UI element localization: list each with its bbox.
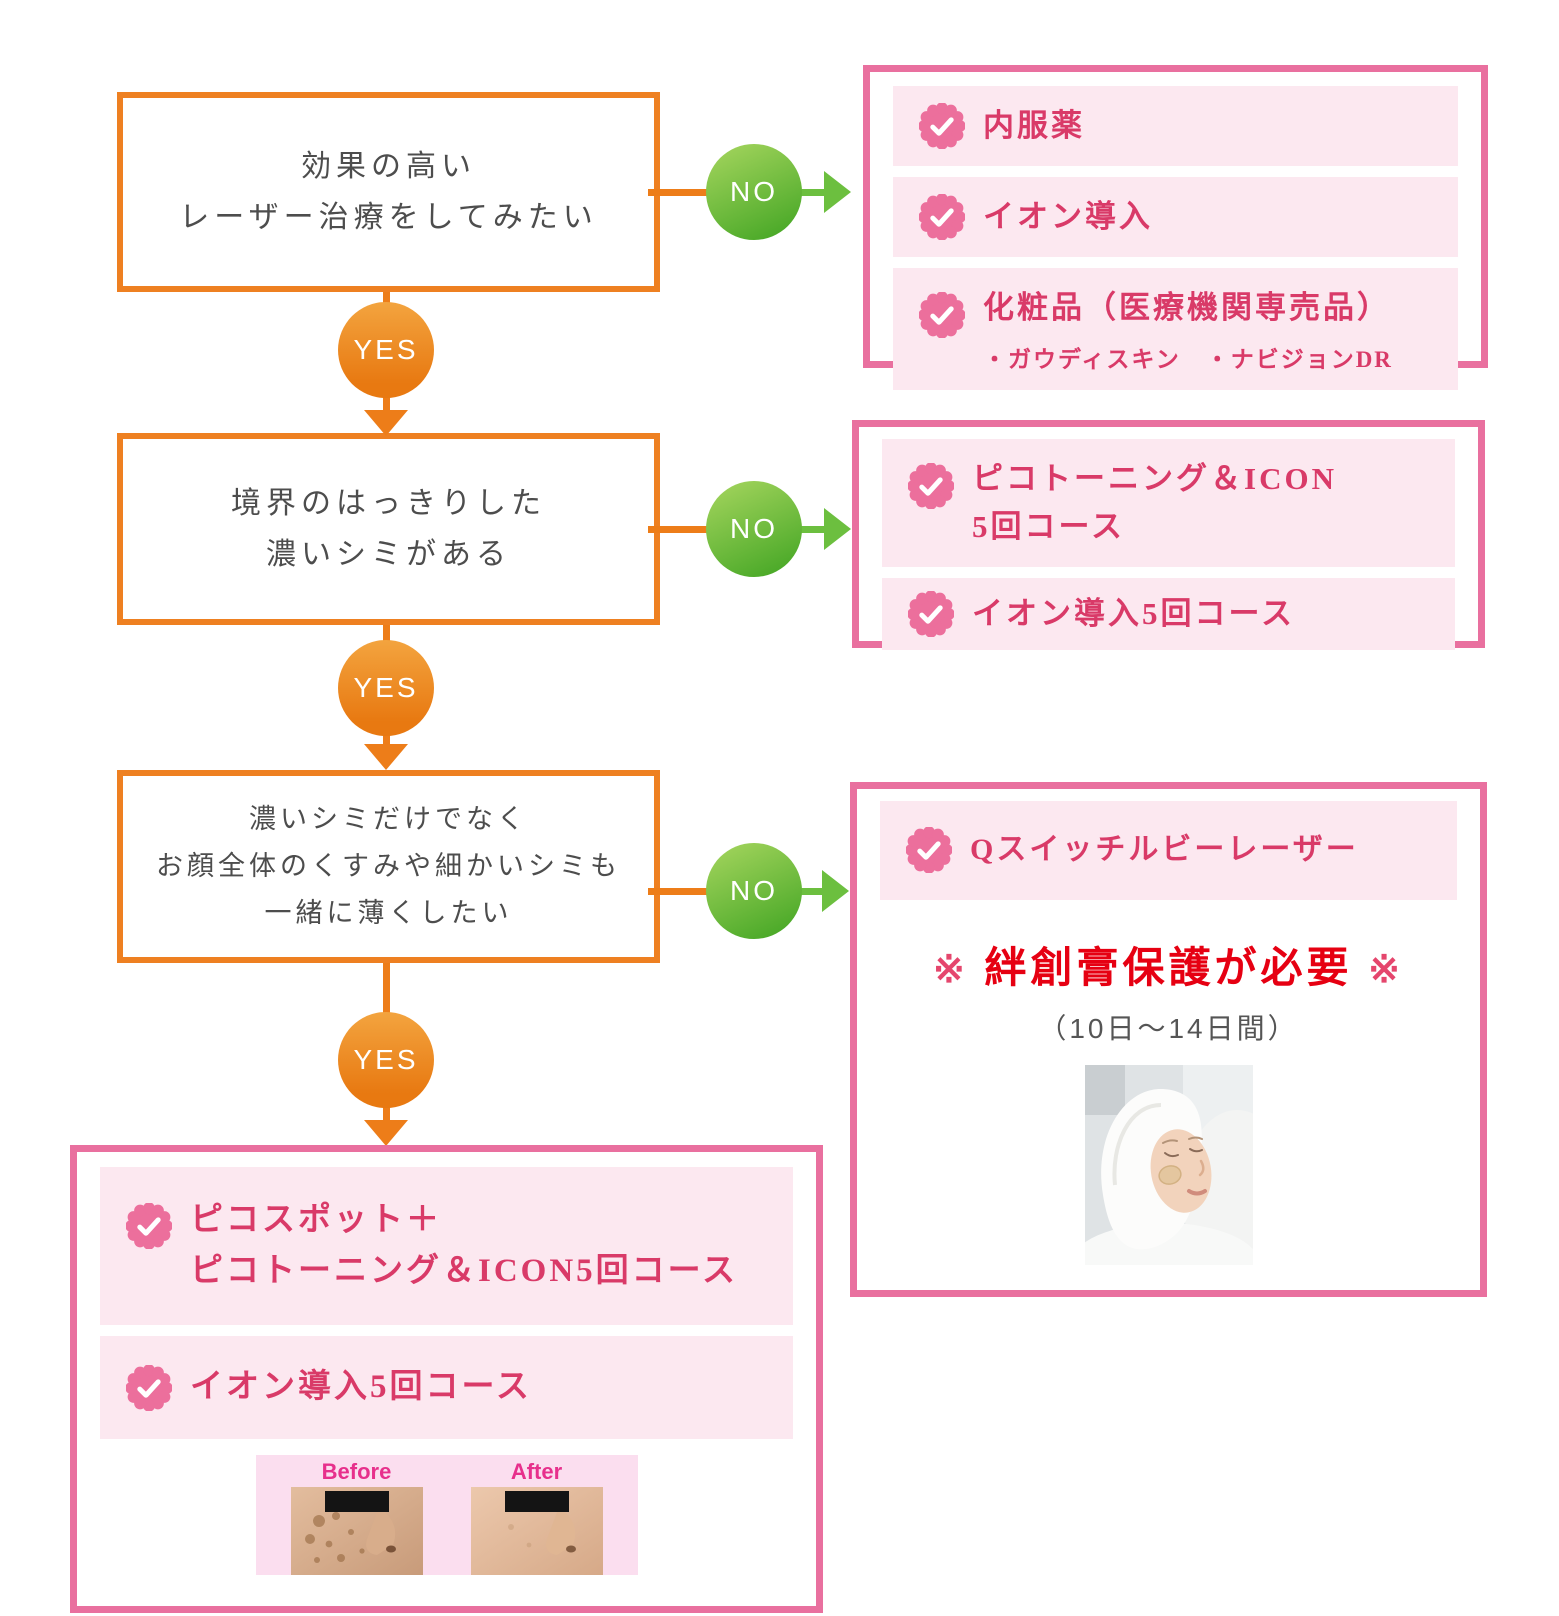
no-circle-3: NO [706, 843, 802, 939]
arrow-right-icon-2 [824, 508, 851, 550]
result-item: Qスイッチルビーレーザー [880, 801, 1457, 900]
connector-no-line-orange-2 [648, 526, 754, 533]
warning-main: 絆創膏保護が必要 [984, 943, 1353, 991]
yes-circle-1: YES [338, 302, 434, 398]
duration-text: （10日〜14日間） [1038, 1012, 1299, 1044]
connector-no-line-orange-1 [648, 189, 754, 196]
warning-mark-right: ※ [1368, 948, 1405, 991]
after-label: After [510, 1459, 563, 1485]
result-item: イオン導入5回コース [100, 1336, 793, 1440]
item-label-line2: ピコトーニング＆ICON5回コース [190, 1253, 739, 1290]
before-label: Before [321, 1459, 392, 1485]
treatment-photo [1084, 1064, 1253, 1265]
check-badge-icon [908, 463, 954, 509]
question-box-1: 効果の高い レーザー治療をしてみたい [117, 92, 660, 292]
question-3-line-3: 一緒に薄くしたい [264, 898, 513, 929]
yes-circle-3: YES [338, 1012, 434, 1108]
result-item: 内服薬 [893, 86, 1458, 167]
item-label-line2: 5回コース [972, 509, 1125, 545]
result-box-yes-final: ピコスポット＋ ピコトーニング＆ICON5回コース イオン導入5回コース Bef… [70, 1145, 823, 1613]
no-circle-1: NO [706, 144, 802, 240]
item-label: イオン導入5回コース [972, 596, 1295, 632]
warning-mark-left: ※ [932, 948, 969, 991]
check-badge-icon [126, 1203, 172, 1249]
no-circle-2: NO [706, 481, 802, 577]
arrow-right-icon-3 [822, 870, 849, 912]
item-sub-label: ・ガウディスキン ・ナビジョンDR [983, 347, 1393, 373]
arrow-right-icon-1 [824, 171, 851, 213]
result-item: 化粧品（医療機関専売品） ・ガウディスキン ・ナビジョンDR [893, 268, 1458, 391]
arrow-down-icon-2 [364, 744, 408, 770]
warning-text: ※ 絆創膏保護が必要 ※ [872, 934, 1465, 995]
result-item: イオン導入 [893, 177, 1458, 258]
check-badge-icon [919, 292, 965, 339]
before-after-block: Before After [255, 1455, 638, 1576]
question-3-line-2: お顔全体のくすみや細かいシミも [156, 850, 621, 881]
item-label: 化粧品（医療機関専売品） [983, 290, 1391, 326]
after-photo [470, 1487, 603, 1576]
yes-circle-2: YES [338, 640, 434, 736]
item-label: ピコトーニング＆ICON [972, 461, 1337, 496]
check-badge-icon [908, 591, 954, 638]
item-label: ピコスポット＋ [190, 1202, 442, 1238]
item-label: 内服薬 [983, 108, 1085, 143]
arrow-down-icon-3 [364, 1120, 408, 1146]
result-item: イオン導入5回コース [882, 578, 1455, 651]
question-box-2: 境界のはっきりした 濃いシミがある [117, 433, 660, 625]
question-1-line-2: レーザー治療をしてみたい [179, 201, 598, 234]
check-badge-icon [919, 194, 965, 241]
result-box-no-2: ピコトーニング＆ICON 5回コース イオン導入5回コース [852, 420, 1485, 651]
before-photo [290, 1487, 423, 1576]
question-3-line-1: 濃いシミだけでなく [249, 803, 528, 834]
question-2-line-2: 濃いシミがある [266, 538, 511, 571]
item-label: Qスイッチルビーレーザー [970, 833, 1359, 866]
item-label: イオン導入 [983, 199, 1153, 235]
question-1-line-1: 効果の高い [301, 150, 476, 183]
result-item: ピコスポット＋ ピコトーニング＆ICON5回コース [100, 1167, 793, 1326]
result-box-no-1: 内服薬 イオン導入 化粧品（医療機関専売品） ・ガウディスキン ・ナビジョンDR [863, 65, 1488, 391]
result-box-no-3: Qスイッチルビーレーザー ※ 絆創膏保護が必要 ※ （10日〜14日間） [850, 782, 1487, 1297]
connector-no-line-orange-3 [648, 888, 754, 895]
item-label: イオン導入5回コース [190, 1369, 532, 1406]
check-badge-icon [126, 1364, 172, 1411]
arrow-down-icon-1 [364, 410, 408, 436]
check-badge-icon [919, 103, 965, 150]
question-box-3: 濃いシミだけでなく お顔全体のくすみや細かいシミも 一緒に薄くしたい [117, 770, 660, 963]
result-item: ピコトーニング＆ICON 5回コース [882, 439, 1455, 568]
check-badge-icon [906, 827, 952, 874]
question-2-line-1: 境界のはっきりした [231, 487, 546, 520]
